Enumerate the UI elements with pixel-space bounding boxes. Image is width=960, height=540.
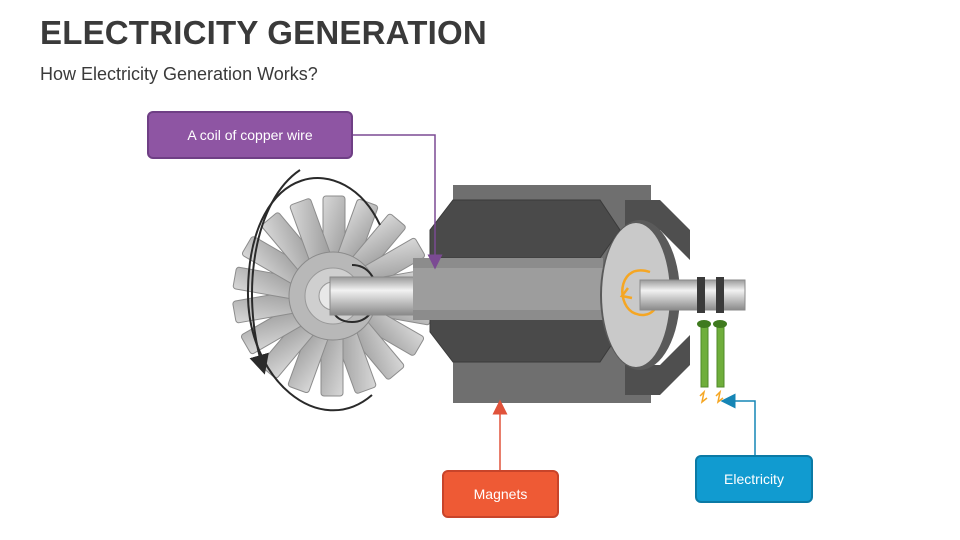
coil-connector-arrow [353, 134, 443, 270]
slide-subtitle: How Electricity Generation Works? [40, 64, 318, 84]
electricity-callout: Electricity [695, 455, 813, 503]
turbine-rotation-arrow [246, 177, 381, 412]
turbine-wheel [232, 169, 434, 412]
output-wires [697, 320, 727, 404]
electricity-connector-arrow [720, 393, 756, 455]
slide-title: ELECTRICITY GENERATION [40, 14, 487, 51]
magnets-callout: Magnets [442, 470, 559, 518]
generator-body [413, 185, 746, 403]
coil-callout: A coil of copper wire [147, 111, 353, 159]
